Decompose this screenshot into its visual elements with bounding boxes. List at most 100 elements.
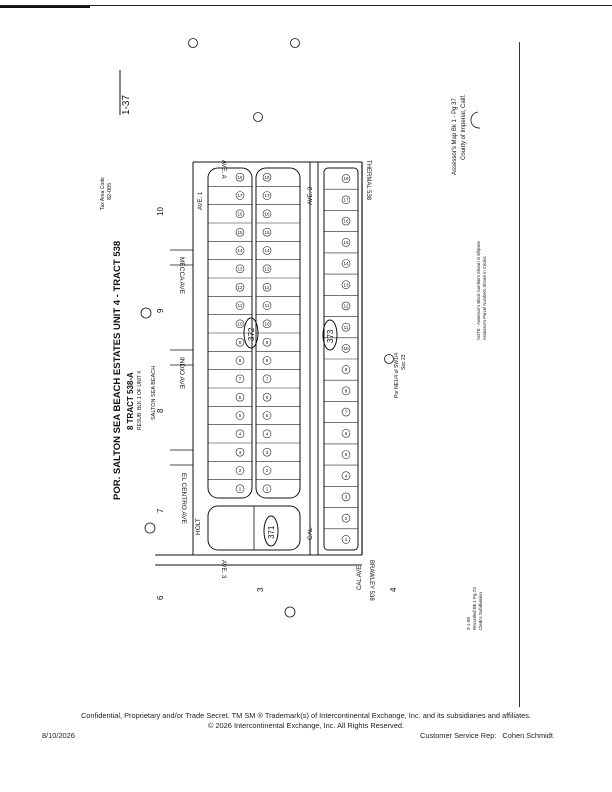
parcel-circle (262, 172, 272, 182)
parcel-number: 13 (264, 266, 270, 271)
tax-area-code-label: Tax Area Code (100, 177, 106, 210)
parcel-number: 8 (345, 388, 348, 393)
street-mecca: MECCA AVE (178, 257, 185, 295)
parcel-number: 10 (264, 321, 270, 326)
parcel-number: 15 (343, 240, 349, 245)
parcel-number: 1 (345, 537, 348, 542)
parcel-number: 6 (239, 395, 242, 400)
revision-date: 3-1-85 (466, 616, 471, 630)
parcel-number: 2 (239, 468, 242, 473)
parcel-circle (262, 356, 272, 365)
parcel-circle (262, 337, 272, 347)
street-el-centro: EL CENTRO AVE (180, 473, 187, 525)
parcel-number: 7 (266, 376, 269, 381)
street-thermal: THERMAL 538 (365, 160, 371, 201)
block-marker: 3 (256, 587, 265, 592)
tract-number: 8 TRACT 538-A (126, 372, 135, 430)
parcel-number: 1 (239, 486, 242, 491)
sheet-marker (253, 112, 263, 122)
parcel-number: 11 (265, 303, 270, 308)
parcel-number: 14 (264, 248, 270, 253)
footer-confidential: Confidential, Proprietary and/or Trade S… (80, 711, 532, 720)
parcel-circle (341, 407, 351, 417)
sheet-marker (384, 354, 394, 364)
parcel-number: 16 (237, 211, 243, 216)
parcel-number: 16 (343, 219, 349, 224)
parcel-circle (262, 209, 272, 219)
parcel-circle (235, 282, 245, 292)
sheet-marker (144, 522, 156, 534)
parcel-circle (235, 374, 245, 384)
parcel-number: 8 (239, 358, 242, 363)
parcel-number: 9 (266, 340, 269, 345)
parcel-circle (235, 447, 245, 457)
sheet-marker (140, 307, 152, 319)
parcel-circle (341, 344, 351, 353)
sheet-marker (290, 38, 300, 48)
parcel-number: 3 (266, 450, 269, 455)
parcel-circle (341, 492, 351, 502)
parcel-circle (262, 282, 272, 292)
parcel-circle (341, 216, 351, 226)
block-marker: 6 (156, 595, 165, 600)
parcel-circle (235, 429, 245, 439)
parcel-number: 10 (237, 321, 243, 326)
top-corner-mark (0, 0, 90, 8)
street-ave-2: AVE. 2 (308, 186, 314, 205)
street-cal: CAL (307, 527, 314, 540)
tax-area-code: 82-005 (107, 183, 113, 200)
parcel-circle (235, 356, 245, 365)
parcel-circle (341, 450, 351, 459)
parcel-circle (235, 301, 245, 310)
block-marker: 7 (156, 508, 165, 513)
block-marker: 9 (156, 308, 165, 313)
parcel-circle (262, 227, 272, 237)
parcel-number: 5 (239, 413, 242, 418)
parcel-number: 18 (237, 175, 243, 180)
parcel-number: 1 (266, 486, 269, 491)
parcel-number: 4 (345, 473, 348, 478)
parcel-number: 2 (345, 516, 348, 521)
parcel-circle (235, 466, 245, 475)
street-holt: HOLT (195, 518, 202, 535)
parcel-circle (262, 264, 272, 274)
assessor-bracket (470, 111, 481, 129)
footer-date: 8/10/2026 (42, 731, 75, 740)
parcel-number: 17 (343, 197, 349, 202)
street-cal-ave: CAL AVE (357, 566, 363, 590)
parcel-number: 3 (345, 495, 348, 500)
revision-clerk: Clerk's Subdivision (478, 592, 483, 630)
parcel-number: 4 (266, 431, 269, 436)
parcel-circle (262, 301, 272, 310)
note-line-2: Assessor's Parcel Numbers Shown in Circl… (482, 256, 487, 340)
parcel-circle (262, 429, 272, 439)
parcel-circle (341, 195, 351, 205)
parcel-number: 5 (266, 413, 269, 418)
parcel-circle (235, 191, 245, 200)
parcel-circle (235, 411, 245, 420)
parcel-circle (341, 237, 351, 247)
parcel-number: 7 (345, 410, 348, 415)
parcel-number: 17 (264, 193, 270, 198)
parcel-number: 10 (343, 346, 349, 351)
block-marker: 10 (156, 207, 165, 216)
parcel-circle (235, 392, 245, 402)
parcel-circle (235, 319, 245, 329)
parcel-number: 16 (264, 211, 270, 216)
parcel-number: 6 (345, 431, 348, 436)
parcel-circle (341, 513, 351, 523)
parcel-circle (341, 386, 351, 396)
parcel-number: 12 (264, 285, 270, 290)
street-ave-a: AVE. A (220, 160, 226, 179)
parcel-circle (262, 466, 272, 475)
parcel-circle (341, 428, 351, 438)
sheet-marker (284, 606, 296, 618)
footer-rep-name: Cohen Schmidt (502, 731, 553, 740)
parcel-number: 18 (343, 176, 349, 181)
parcel-number: 6 (266, 395, 269, 400)
parcel-circle (262, 319, 272, 329)
parcel-circle (262, 411, 272, 420)
street-ave-1: AVE. 1 (198, 191, 204, 210)
